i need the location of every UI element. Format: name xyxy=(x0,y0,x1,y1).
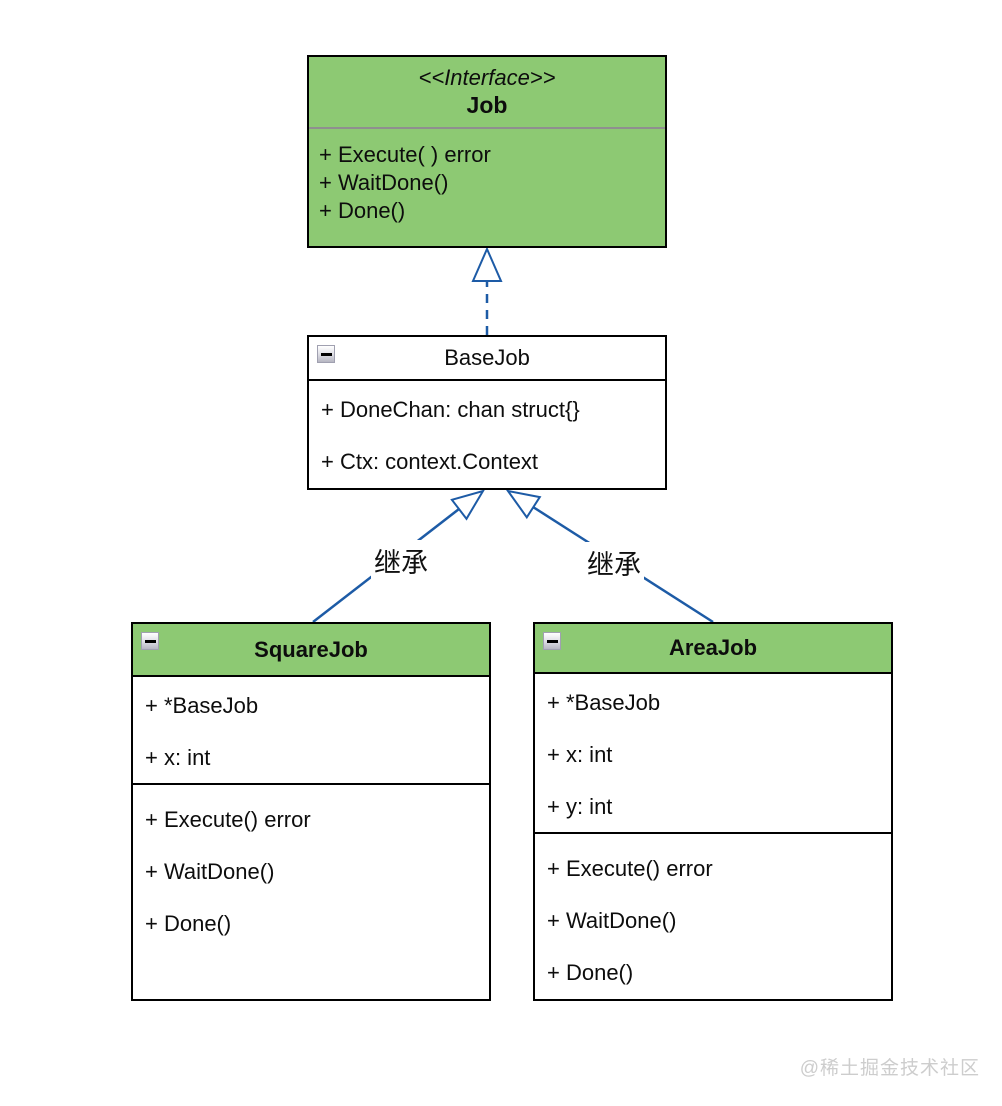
job-methods-compartment: + Execute( ) error + WaitDone() + Done() xyxy=(309,129,665,225)
squarejob-class-name: SquareJob xyxy=(254,636,368,662)
class-box-areajob: AreaJob + *BaseJob + x: int + y: int + E… xyxy=(533,622,893,1001)
class-header-squarejob: SquareJob xyxy=(133,624,489,677)
class-header-areajob: AreaJob xyxy=(535,624,891,674)
squarejob-method: + Done() xyxy=(145,911,232,936)
basejob-class-name: BaseJob xyxy=(444,345,530,370)
squarejob-method: + Execute() error xyxy=(145,807,311,832)
areajob-fields-compartment: + *BaseJob + x: int + y: int xyxy=(535,674,891,834)
minus-icon xyxy=(320,352,332,356)
areajob-field: + y: int xyxy=(547,794,613,819)
squarejob-field: + x: int xyxy=(145,745,211,770)
basejob-field: + DoneChan: chan struct{} xyxy=(321,397,580,422)
realization-edge-job-basejob xyxy=(471,246,503,335)
realization-arrowhead-icon xyxy=(471,246,503,282)
areajob-field: + *BaseJob xyxy=(547,690,661,715)
areajob-field: + x: int xyxy=(547,742,613,767)
squarejob-fields-compartment: + *BaseJob + x: int xyxy=(133,677,489,785)
job-method: + Execute( ) error xyxy=(319,142,491,167)
inheritance-right-arrowhead-icon xyxy=(505,489,542,520)
minus-icon xyxy=(144,639,156,643)
squarejob-method: + WaitDone() xyxy=(145,859,275,884)
inheritance-left-arrowhead-icon xyxy=(450,489,486,521)
class-header-basejob: BaseJob xyxy=(309,337,665,381)
areajob-class-name: AreaJob xyxy=(668,635,758,660)
class-header-job: <<Interface>> Job xyxy=(309,57,665,129)
squarejob-methods-compartment: + Execute() error + WaitDone() + Done() xyxy=(133,785,489,999)
basejob-fields-compartment: + DoneChan: chan struct{} + Ctx: context… xyxy=(309,381,665,488)
job-stereotype: <<Interface>> xyxy=(418,65,556,90)
inheritance-label-right: 继承 xyxy=(584,542,644,583)
areajob-method: + Done() xyxy=(547,960,634,985)
areajob-methods-compartment: + Execute() error + WaitDone() + Done() xyxy=(535,834,891,999)
basejob-field: + Ctx: context.Context xyxy=(321,449,539,474)
class-box-job: <<Interface>> Job + Execute( ) error + W… xyxy=(307,55,667,248)
collapse-icon[interactable] xyxy=(141,632,159,650)
minus-icon xyxy=(546,639,558,643)
job-method: + WaitDone() xyxy=(319,170,449,195)
job-method: + Done() xyxy=(319,198,406,223)
job-class-name: Job xyxy=(466,92,508,118)
inheritance-label-left: 继承 xyxy=(371,540,431,581)
collapse-icon[interactable] xyxy=(317,345,335,363)
watermark-text: @稀土掘金技术社区 xyxy=(799,1058,980,1079)
collapse-icon[interactable] xyxy=(543,632,561,650)
class-box-basejob: BaseJob + DoneChan: chan struct{} + Ctx:… xyxy=(307,335,667,490)
areajob-method: + Execute() error xyxy=(547,856,713,881)
areajob-method: + WaitDone() xyxy=(547,908,677,933)
squarejob-field: + *BaseJob xyxy=(145,693,259,718)
class-box-squarejob: SquareJob + *BaseJob + x: int + Execute(… xyxy=(131,622,491,1001)
